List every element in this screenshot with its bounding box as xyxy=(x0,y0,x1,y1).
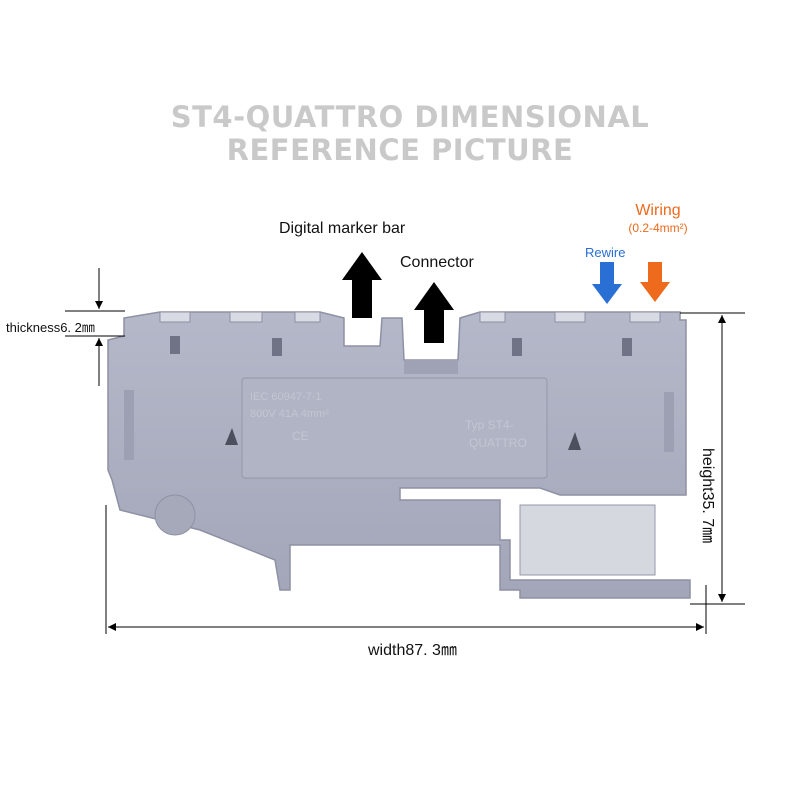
embossed-type-2: QUATTRO xyxy=(469,436,527,450)
marker-bar-arrow-icon xyxy=(342,252,382,318)
height-dimension xyxy=(680,312,745,605)
connector-label: Connector xyxy=(400,254,474,271)
rewire-arrow-icon xyxy=(592,262,622,304)
wiring-arrow-icon xyxy=(640,262,670,302)
title-line-1: ST4-QUATTRO DIMENSIONAL xyxy=(170,100,650,134)
embossed-type-1: Typ ST4- xyxy=(465,418,514,432)
embossed-rating: 800V 41A 4mm² xyxy=(250,408,329,420)
connector-arrow-icon xyxy=(414,282,454,343)
wiring-label: Wiring xyxy=(635,202,681,219)
embossed-standard: IEC 60947-7-1 xyxy=(250,391,322,403)
width-dimension xyxy=(105,505,707,634)
width-label: width87. 3㎜ xyxy=(368,642,457,659)
wiring-range-label: (0.2-4mm²) xyxy=(628,221,688,235)
embossed-ce: CE xyxy=(292,429,309,443)
thickness-dimension xyxy=(65,268,125,386)
title-line-2: REFERENCE PICTURE xyxy=(226,133,574,167)
terminal-block-body xyxy=(107,311,691,599)
marker-bar-label: Digital marker bar xyxy=(279,220,406,237)
thickness-label: thickness6. 2㎜ xyxy=(6,320,95,335)
rewire-label: Rewire xyxy=(585,245,626,260)
height-label: height35. 7㎜ xyxy=(699,448,716,544)
